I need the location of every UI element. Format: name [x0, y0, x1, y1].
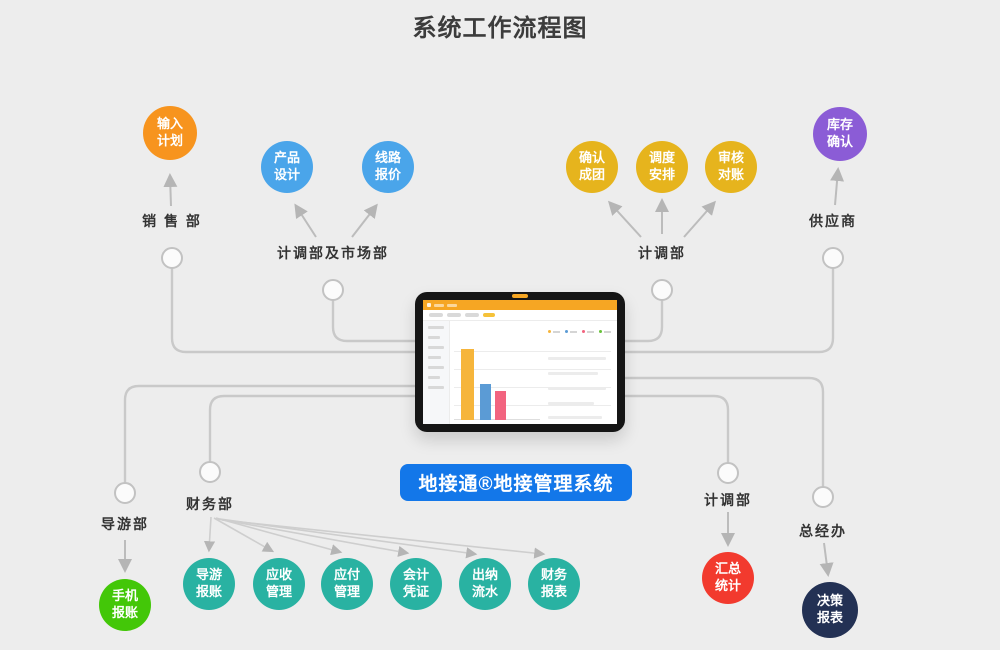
label-supplier: 供应商	[809, 213, 857, 229]
node-decision-report: 决策报表	[802, 582, 858, 638]
node-confirm-group: 确认成团	[566, 141, 618, 193]
junction-guide	[114, 482, 136, 504]
node-product-design: 产品设计	[261, 141, 313, 193]
node-input-plan: 输入计划	[143, 106, 197, 160]
label-gm-office: 总经办	[799, 523, 847, 539]
chart-gridline	[454, 369, 611, 370]
node-route-quote: 线路报价	[362, 141, 414, 193]
node-summary-stats: 汇总统计	[702, 552, 754, 604]
table-row	[548, 387, 606, 390]
tablet-brand-mark	[512, 294, 528, 298]
dashboard-body	[423, 321, 617, 424]
node-payables: 应付管理	[321, 558, 373, 610]
chart-bar	[495, 391, 506, 420]
sidebar-menu-item	[428, 346, 444, 349]
node-receivables: 应收管理	[253, 558, 305, 610]
node-dispatch-arrange: 调度安排	[636, 141, 688, 193]
sidebar-menu-item	[428, 376, 440, 379]
table-row	[548, 372, 598, 375]
dashboard-topbar	[423, 300, 617, 310]
dashboard-chart-area	[450, 321, 617, 424]
node-accounting-voucher: 会计凭证	[390, 558, 442, 610]
table-row	[548, 416, 602, 419]
junction-planning-bottom	[717, 462, 739, 484]
page-title: 系统工作流程图	[412, 15, 588, 42]
dashboard-sidebar	[423, 321, 450, 424]
node-mobile-expense: 手机报账	[99, 579, 151, 631]
chart-gridline	[454, 387, 611, 388]
junction-supplier	[822, 247, 844, 269]
node-financial-report: 财务报表	[528, 558, 580, 610]
chart-bar	[461, 349, 474, 420]
nav-tab	[447, 313, 461, 317]
sidebar-menu-item	[428, 326, 444, 329]
label-planning-dept-bottom: 计调部	[704, 492, 752, 508]
dashboard-logo-icon	[427, 303, 431, 307]
junction-planning-market	[322, 279, 344, 301]
chart-bar	[480, 384, 491, 420]
system-banner: 地接通®地接管理系统	[400, 464, 632, 501]
label-sales-dept: 销 售 部	[142, 213, 202, 229]
sidebar-menu-item	[428, 356, 441, 359]
sidebar-menu-item	[428, 336, 440, 339]
junction-finance	[199, 461, 221, 483]
label-planning-market-dept: 计调部及市场部	[277, 245, 389, 261]
dashboard-navbar	[423, 310, 617, 321]
tablet-screen	[423, 300, 617, 424]
table-row	[548, 357, 606, 360]
node-guide-expense: 导游报账	[183, 558, 235, 610]
tablet-device	[415, 292, 625, 432]
junction-planning-top	[651, 279, 673, 301]
label-finance-dept: 财务部	[186, 496, 234, 512]
dashboard-menu-bar	[434, 303, 444, 307]
node-audit-reconcile: 审核对账	[705, 141, 757, 193]
nav-tab	[429, 313, 443, 317]
node-cashier-flow: 出纳流水	[459, 558, 511, 610]
node-inventory-confirm: 库存确认	[813, 107, 867, 161]
junction-sales	[161, 247, 183, 269]
nav-tab	[465, 313, 479, 317]
sidebar-menu-item	[428, 386, 444, 389]
sidebar-menu-item	[428, 366, 444, 369]
chart-gridline	[454, 405, 611, 406]
dashboard-menu-bar	[447, 303, 457, 307]
label-guide-dept: 导游部	[101, 516, 149, 532]
label-planning-dept-top: 计调部	[638, 245, 686, 261]
nav-action-button	[483, 313, 495, 317]
junction-gm-office	[812, 486, 834, 508]
chart-legend	[548, 330, 611, 333]
table-row	[548, 402, 594, 405]
chart-gridline	[454, 351, 611, 352]
